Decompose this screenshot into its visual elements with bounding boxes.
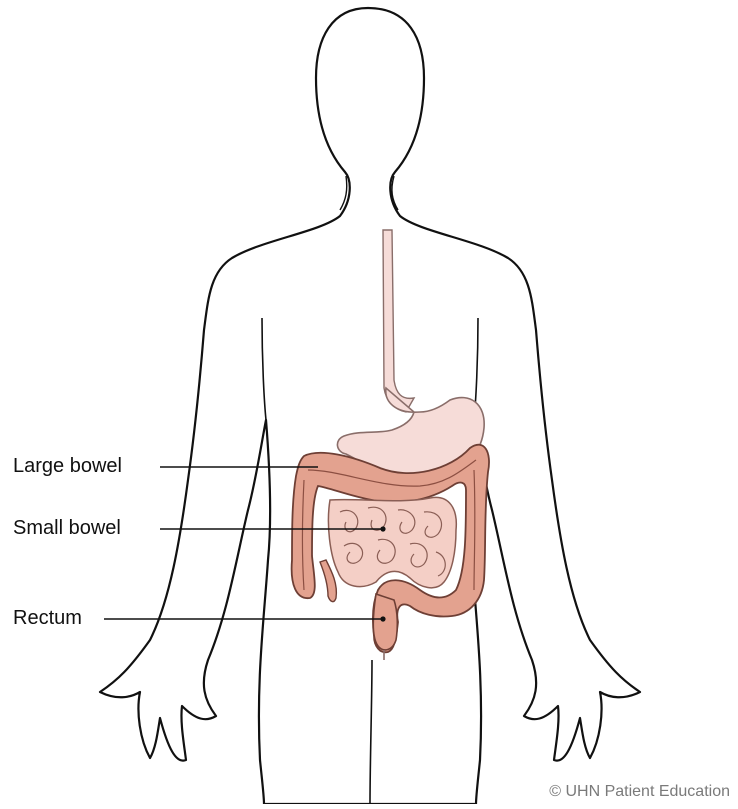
label-large-bowel: Large bowel: [13, 456, 122, 476]
leader-dot-small-bowel: [380, 526, 385, 531]
rectum: [373, 594, 397, 650]
copyright-credit: © UHN Patient Education: [549, 784, 730, 800]
leader-dot-rectum: [380, 616, 385, 621]
body-outline: [100, 8, 640, 804]
label-small-bowel: Small bowel: [13, 518, 121, 538]
label-rectum: Rectum: [13, 608, 82, 628]
